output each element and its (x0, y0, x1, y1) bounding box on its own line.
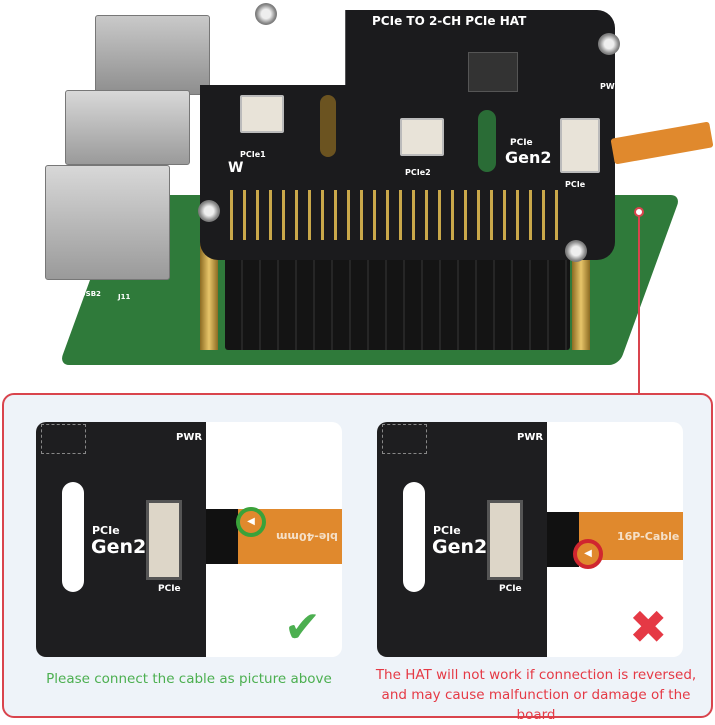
correct-caption: Please connect the cable as picture abov… (46, 671, 332, 687)
chip (41, 424, 86, 454)
pcie-connector (560, 118, 600, 173)
mount-hole (255, 3, 277, 25)
pwr-label: PWR (517, 432, 544, 443)
gpio-header-pins (230, 190, 560, 240)
gen2-label: Gen2 (505, 148, 552, 167)
mount-hole (198, 200, 220, 222)
correct-example-panel: PWR PCIe Gen2 PCIe ble-40mm ◀ ✔ (36, 422, 342, 657)
pcie2-label: PCIe2 (405, 168, 431, 177)
slot-cutout (62, 482, 84, 592)
cross-icon: ✖ (629, 600, 668, 654)
pcie1-label: PCIe1 (240, 150, 266, 159)
connection-guide: PWR PCIe Gen2 PCIe ble-40mm ◀ ✔ Please c… (2, 393, 713, 723)
pwr-label: PWR (176, 432, 203, 443)
chip (382, 424, 427, 454)
pcie-gen-label: PCIe (510, 138, 533, 148)
pcie-label: PCIe (565, 180, 586, 189)
standoff (200, 240, 218, 350)
usb-port (65, 90, 190, 165)
pwr-label: PWR (600, 82, 621, 91)
slot-cutout (403, 482, 425, 592)
mount-hole (565, 240, 587, 262)
wrong-marker-circle: ◀ (573, 539, 603, 569)
usb-port (45, 165, 170, 280)
usb2-label: USB2 (80, 290, 101, 298)
j11-label: J11 (118, 293, 131, 301)
pcie-label: PCIe (92, 524, 120, 537)
pcie2-connector (400, 118, 444, 156)
pcie-connector-label: PCIe (158, 584, 181, 594)
pcie-connector-label: PCIe (499, 584, 522, 594)
callout-dot (634, 207, 644, 217)
ribbon-stiffener (206, 509, 238, 564)
standoff (572, 240, 590, 350)
mount-hole (598, 33, 620, 55)
waveshare-logo: W (228, 160, 244, 176)
check-icon: ✔ (284, 602, 321, 653)
cable-text: ble-40mm (276, 530, 338, 543)
fpc-connector (487, 500, 523, 580)
gen2-label: Gen2 (91, 536, 147, 558)
fpc-connector (146, 500, 182, 580)
board-title: PCIe TO 2-CH PCIe HAT (372, 14, 527, 28)
wrong-caption: The HAT will not work if connection is r… (375, 667, 697, 723)
callout-line (638, 212, 640, 394)
cable-text: 16P-Cable (617, 530, 680, 543)
pcie-switch-chip (468, 52, 518, 92)
gen2-label: Gen2 (432, 536, 488, 558)
pcie1-connector (240, 95, 284, 133)
correct-marker-circle: ◀ (236, 507, 266, 537)
ribbon-cable (610, 121, 714, 165)
product-photo: USB2 J11 PCIe TO 2-CH PCIe HAT PCIe1 PCI… (45, 3, 714, 394)
slot-cutout (320, 95, 336, 157)
slot-cutout (478, 110, 496, 172)
pcie-label: PCIe (433, 524, 461, 537)
ethernet-port (95, 15, 210, 95)
wrong-example-panel: PWR PCIe Gen2 PCIe 16P-Cable ◀ ✖ (377, 422, 683, 657)
